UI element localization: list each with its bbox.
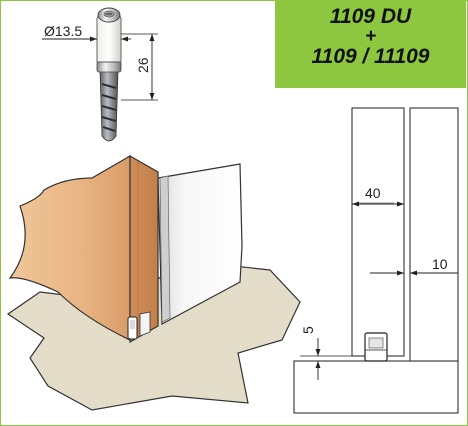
height-label: 26 xyxy=(135,57,151,73)
dimension-10-label: 10 xyxy=(432,256,448,272)
dimension-5: 5 xyxy=(300,326,352,380)
dimension-40: 40 xyxy=(352,185,404,207)
door-panel xyxy=(8,154,131,341)
door-section xyxy=(351,107,405,357)
door-stop-part xyxy=(96,7,122,142)
plus-sign: + xyxy=(364,26,377,47)
door-edge xyxy=(129,154,159,344)
product-code-primary: 1109 DU xyxy=(329,5,412,28)
product-label-box: 1109 DU + 1109 / 11109 xyxy=(275,0,466,88)
product-code-secondary: 1109 / 11109 xyxy=(311,45,430,68)
height-dimension: 26 xyxy=(121,33,158,101)
side-section-drawing xyxy=(293,107,459,414)
dimension-5-label: 5 xyxy=(300,326,316,334)
ground-block xyxy=(293,360,459,414)
wall xyxy=(157,163,243,325)
frame-section xyxy=(409,107,459,362)
diameter-label: Ø13.5 xyxy=(44,23,82,39)
dimension-40-label: 40 xyxy=(365,185,381,201)
diameter-dimension: Ø13.5 xyxy=(42,23,131,42)
dimension-10: 10 xyxy=(370,256,458,276)
perspective-scene xyxy=(6,154,301,411)
metal-ring xyxy=(96,61,122,73)
